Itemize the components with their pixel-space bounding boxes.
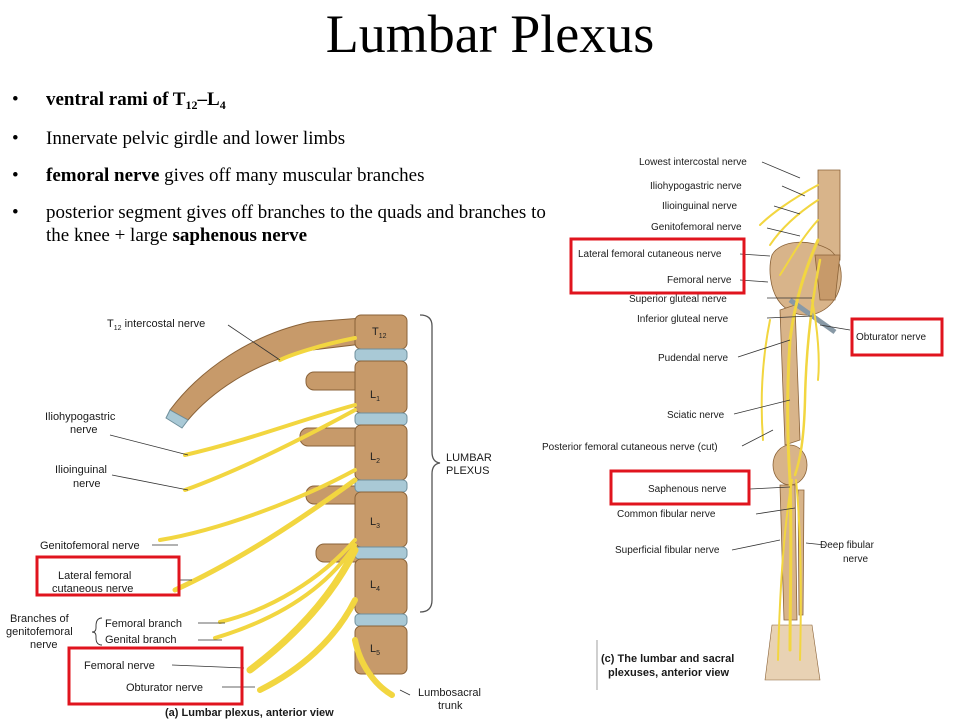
label-superior-gluteal: Superior gluteal nerve bbox=[629, 294, 727, 305]
transverse-process bbox=[299, 427, 363, 447]
bullet-item: femoral nerve gives off many muscular br… bbox=[12, 164, 572, 187]
vertebral-column bbox=[354, 314, 408, 675]
figure-c-caption: (c) The lumbar and sacral bbox=[601, 653, 734, 665]
label-lateral-femoral: Lateral femoral cutaneous nerve bbox=[578, 249, 722, 260]
lumbar-plexus-bracket bbox=[419, 314, 441, 613]
page-title: Lumbar Plexus bbox=[325, 4, 655, 64]
label-ilioinguinal: Ilioinguinal nerve bbox=[662, 201, 737, 212]
label-obturator-nerve: Obturator nerve bbox=[126, 682, 203, 694]
bullet-subscript: 12 bbox=[185, 98, 198, 112]
label-branches-of-genitofemoral: Branches of bbox=[10, 613, 70, 625]
highlight-box-lateral-femoral bbox=[35, 555, 181, 597]
bullet-list: ventral rami of T12–L4 Innervate pelvic … bbox=[12, 88, 572, 261]
leg-nerves bbox=[759, 184, 822, 661]
femur bbox=[779, 304, 801, 446]
transverse-process bbox=[305, 371, 363, 391]
label-ilioinguinal: nerve bbox=[73, 478, 101, 490]
label-lateral-femoral: cutaneous nerve bbox=[52, 583, 133, 595]
label-iliohypogastric: Iliohypogastric nerve bbox=[650, 181, 742, 192]
bullet-text: posterior segment gives off branches to … bbox=[46, 202, 546, 246]
sacrum bbox=[814, 254, 841, 301]
label-branches-of-genitofemoral: nerve bbox=[30, 639, 58, 651]
label-t12-intercostal: T12 intercostal nerve bbox=[107, 318, 205, 332]
label-deep-fibular: Deep fibular bbox=[820, 540, 875, 551]
label-obturator: Obturator nerve bbox=[856, 332, 926, 343]
bullet-text: Innervate pelvic girdle and lower limbs bbox=[46, 128, 346, 149]
vertebra-label: L1 bbox=[370, 389, 380, 403]
label-deep-fibular: nerve bbox=[843, 554, 868, 565]
label-lumbar-plexus: PLEXUS bbox=[446, 465, 489, 477]
label-posterior-femoral: Posterior femoral cutaneous nerve (cut) bbox=[542, 442, 718, 453]
label-femoral: Femoral nerve bbox=[667, 275, 732, 286]
vertebra-label: L3 bbox=[370, 516, 380, 530]
label-lumbosacral-trunk: Lumbosacral bbox=[418, 687, 481, 699]
label-genitofemoral: Genitofemoral nerve bbox=[651, 222, 742, 233]
bullet-bold: saphenous nerve bbox=[172, 225, 308, 246]
highlight-box-obturator bbox=[850, 317, 944, 357]
label-branches-of-genitofemoral: genitofemoral bbox=[6, 626, 73, 638]
figure-a-lumbar-plexus: T12 L1 L2 L3 L4 L5 bbox=[6, 314, 492, 719]
label-lowest-intercostal: Lowest intercostal nerve bbox=[639, 157, 747, 168]
label-superficial-fibular: Superficial fibular nerve bbox=[615, 545, 720, 556]
bullet-item: ventral rami of T12–L4 bbox=[12, 88, 572, 111]
foot bbox=[764, 624, 821, 681]
highlight-box-lateral-femoral-femoral bbox=[569, 237, 746, 295]
bullet-item: Innervate pelvic girdle and lower limbs bbox=[12, 127, 572, 150]
bullet-text: gives off many muscular branches bbox=[159, 165, 425, 186]
figure-c-caption: plexuses, anterior view bbox=[608, 667, 729, 679]
t12-rib bbox=[169, 317, 363, 421]
leader-lines bbox=[109, 324, 411, 696]
rib-cartilage bbox=[165, 409, 189, 429]
label-lumbosacral-trunk: trunk bbox=[438, 700, 463, 712]
vertebra-label: T12 bbox=[372, 326, 387, 340]
bullet-bold: –L bbox=[197, 89, 220, 110]
spine-segment bbox=[817, 169, 841, 261]
branches-bracket bbox=[91, 617, 103, 646]
label-iliohypogastric: nerve bbox=[70, 424, 98, 436]
label-genital-branch: Genital branch bbox=[105, 634, 177, 646]
label-inferior-gluteal: Inferior gluteal nerve bbox=[637, 314, 729, 325]
label-genitofemoral: Genitofemoral nerve bbox=[40, 540, 140, 552]
figure-a-caption: (a) Lumbar plexus, anterior view bbox=[165, 707, 334, 719]
figure-c-lumbar-sacral: Lowest intercostal nerve Iliohypogastric… bbox=[542, 157, 944, 690]
bullet-subscript: 4 bbox=[219, 98, 226, 112]
label-ilioinguinal: Ilioinguinal bbox=[55, 464, 107, 476]
label-lumbar-plexus: LUMBAR bbox=[446, 452, 492, 464]
plexus-nerves bbox=[158, 336, 395, 698]
vertebra-label: L4 bbox=[370, 579, 380, 593]
bullet-bold: femoral nerve bbox=[46, 165, 160, 186]
bullet-item: posterior segment gives off branches to … bbox=[12, 201, 572, 247]
vertebra-label: L2 bbox=[370, 451, 380, 465]
label-saphenous: Saphenous nerve bbox=[648, 484, 727, 495]
label-iliohypogastric: Iliohypogastric bbox=[45, 411, 116, 423]
label-pudendal: Pudendal nerve bbox=[658, 353, 728, 364]
highlight-box-saphenous bbox=[609, 469, 751, 506]
bullet-bold: ventral rami of T bbox=[46, 89, 186, 110]
highlight-box-femoral-obturator bbox=[67, 646, 244, 706]
label-femoral-nerve: Femoral nerve bbox=[84, 660, 155, 672]
label-sciatic: Sciatic nerve bbox=[667, 410, 725, 421]
vertebra-label: L5 bbox=[370, 643, 380, 657]
label-common-fibular: Common fibular nerve bbox=[617, 509, 716, 520]
label-lateral-femoral: Lateral femoral bbox=[58, 570, 131, 582]
label-femoral-branch: Femoral branch bbox=[105, 618, 182, 630]
